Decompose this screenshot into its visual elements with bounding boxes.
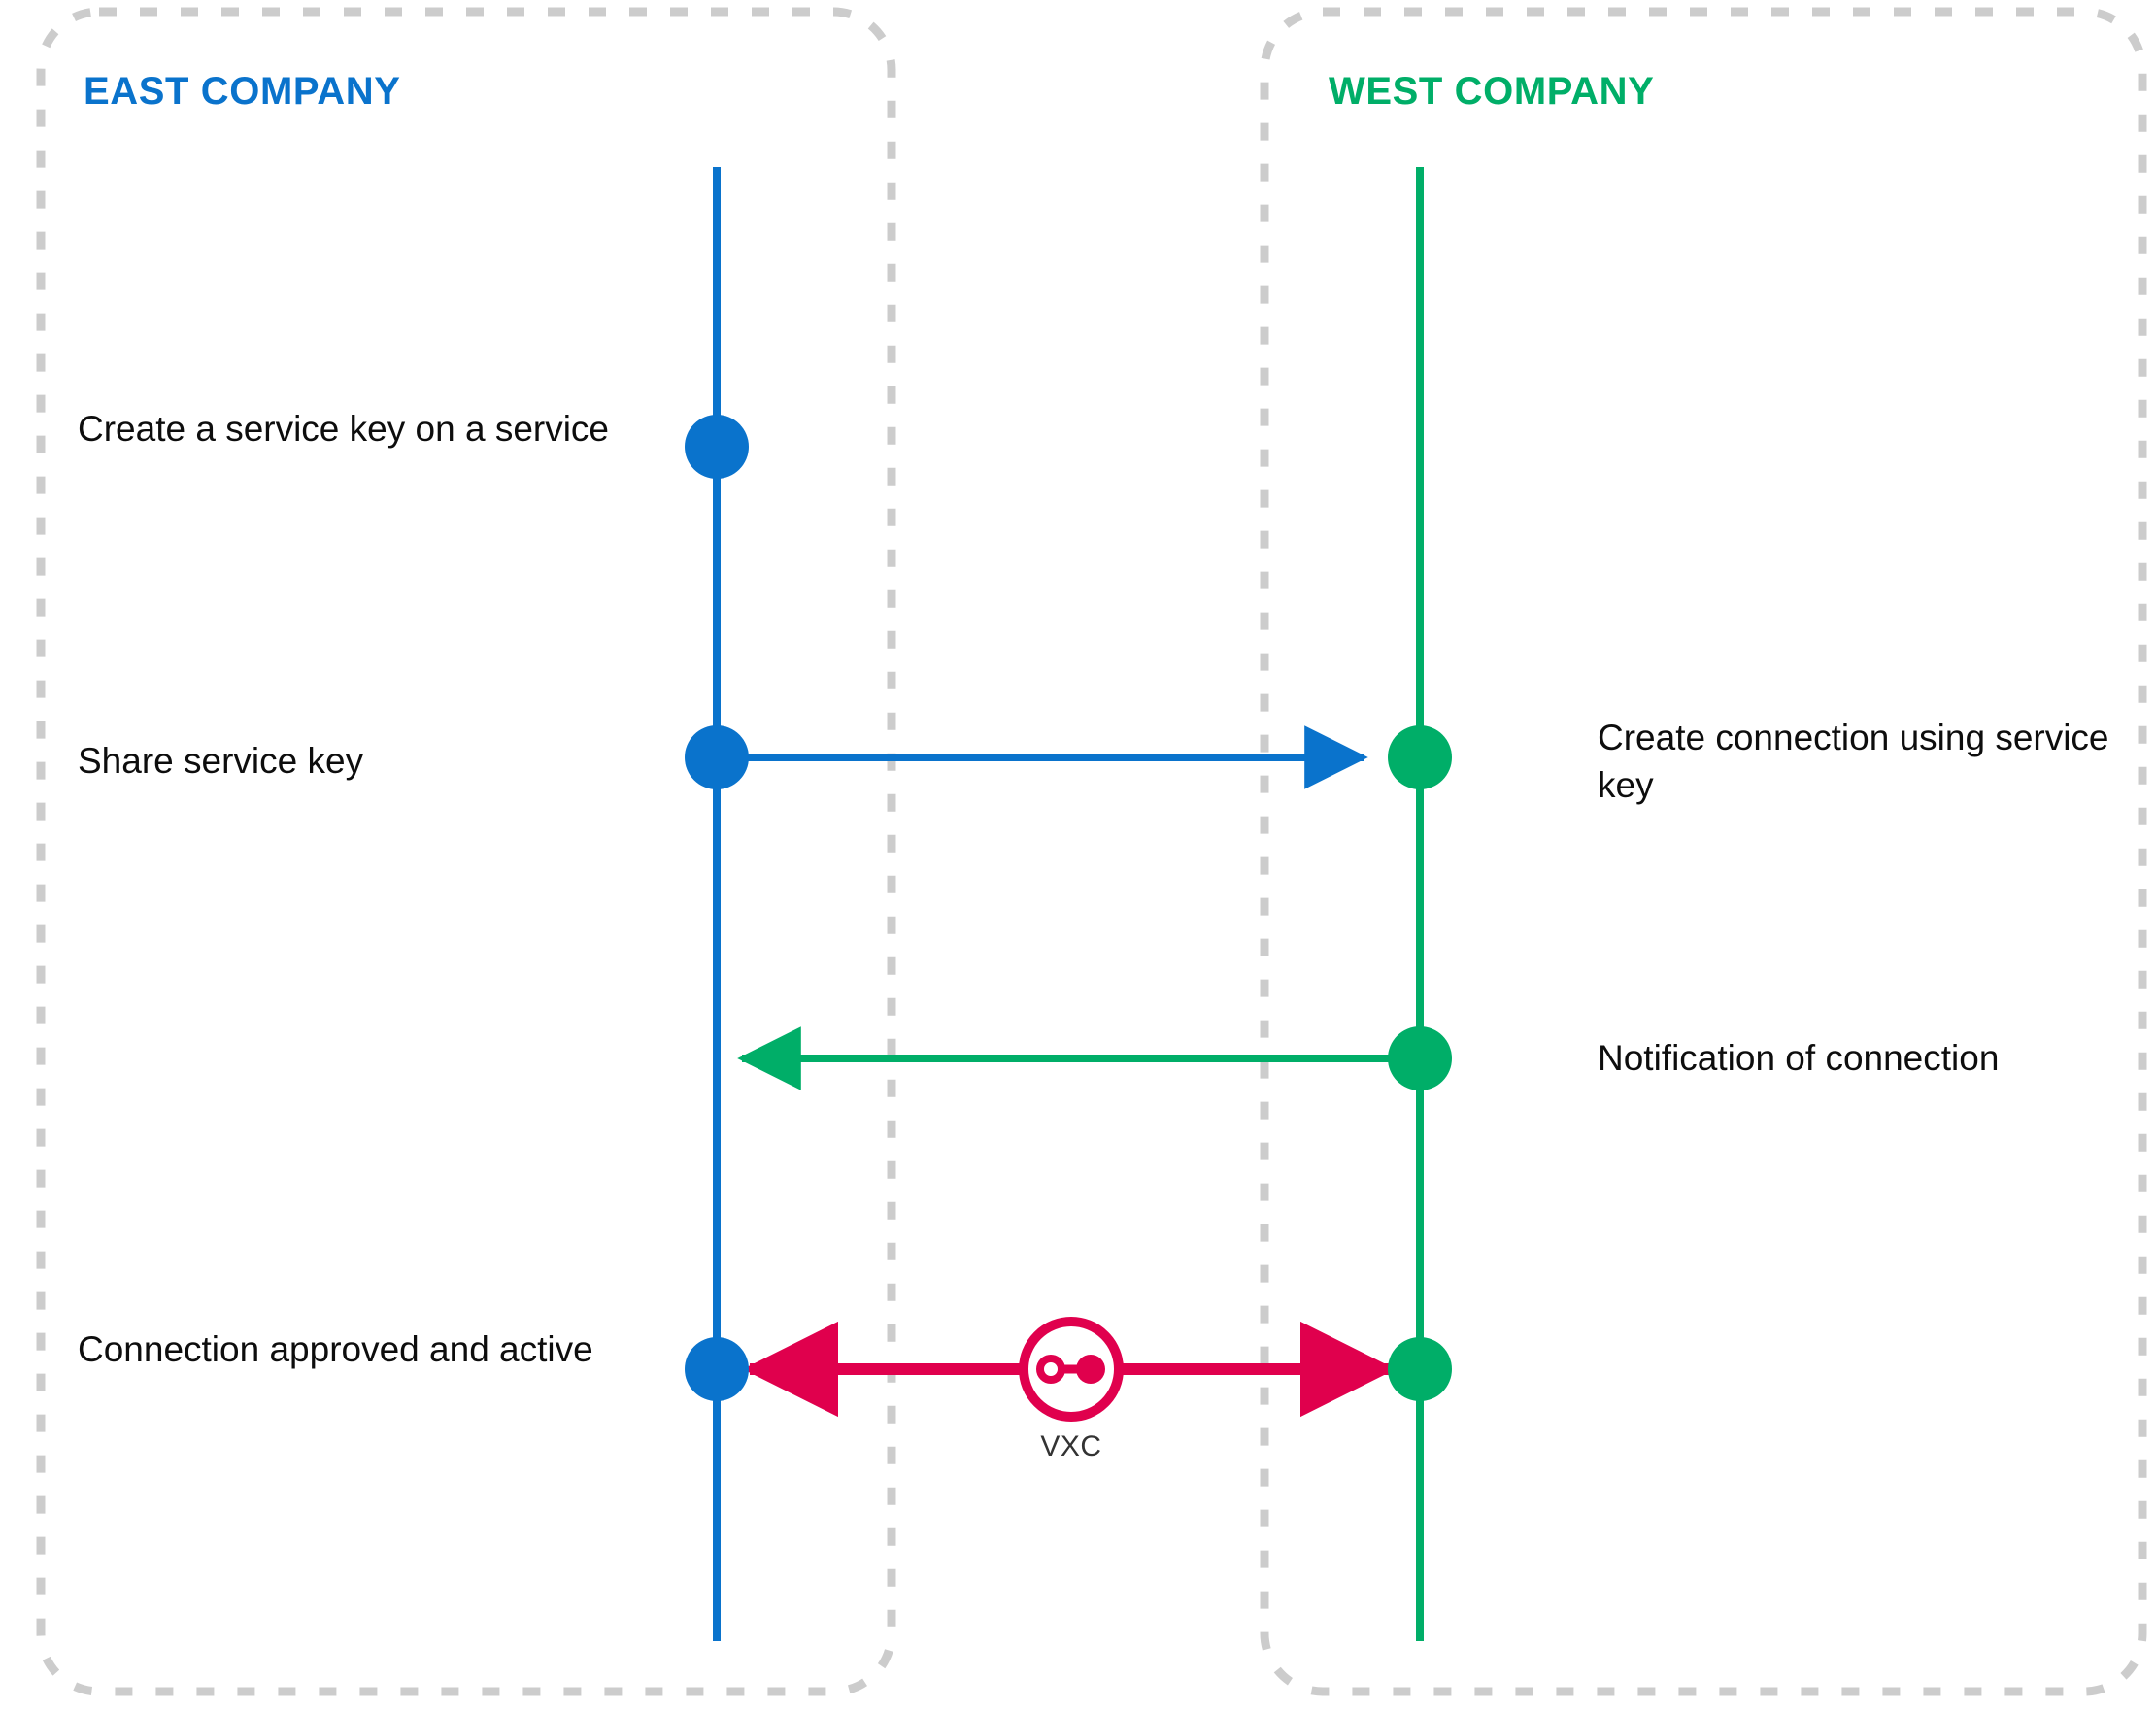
west-node-create-connection[interactable] (1388, 725, 1452, 789)
step-label-connection-approved: Connection approved and active (78, 1329, 593, 1369)
east-lane-title: EAST COMPANY (84, 70, 401, 113)
vxc-caption: VXC (1040, 1430, 1102, 1462)
west-node-connection-active[interactable] (1388, 1337, 1452, 1401)
vxc-icon[interactable] (1019, 1317, 1124, 1422)
east-lane-box (36, 7, 896, 1696)
west-lane-box (1260, 7, 2147, 1696)
east-node-create-key[interactable] (685, 415, 749, 479)
step-label-create-connection: Create connection using service key (1598, 718, 2109, 805)
east-node-connection-active[interactable] (685, 1337, 749, 1401)
step-label-create-service-key: Create a service key on a service (78, 409, 610, 449)
west-lane-title: WEST COMPANY (1329, 70, 1655, 113)
east-node-share-key[interactable] (685, 725, 749, 789)
step-label-share-service-key: Share service key (78, 741, 364, 781)
step-label-notification: Notification of connection (1598, 1038, 2000, 1078)
west-node-notification[interactable] (1388, 1026, 1452, 1090)
